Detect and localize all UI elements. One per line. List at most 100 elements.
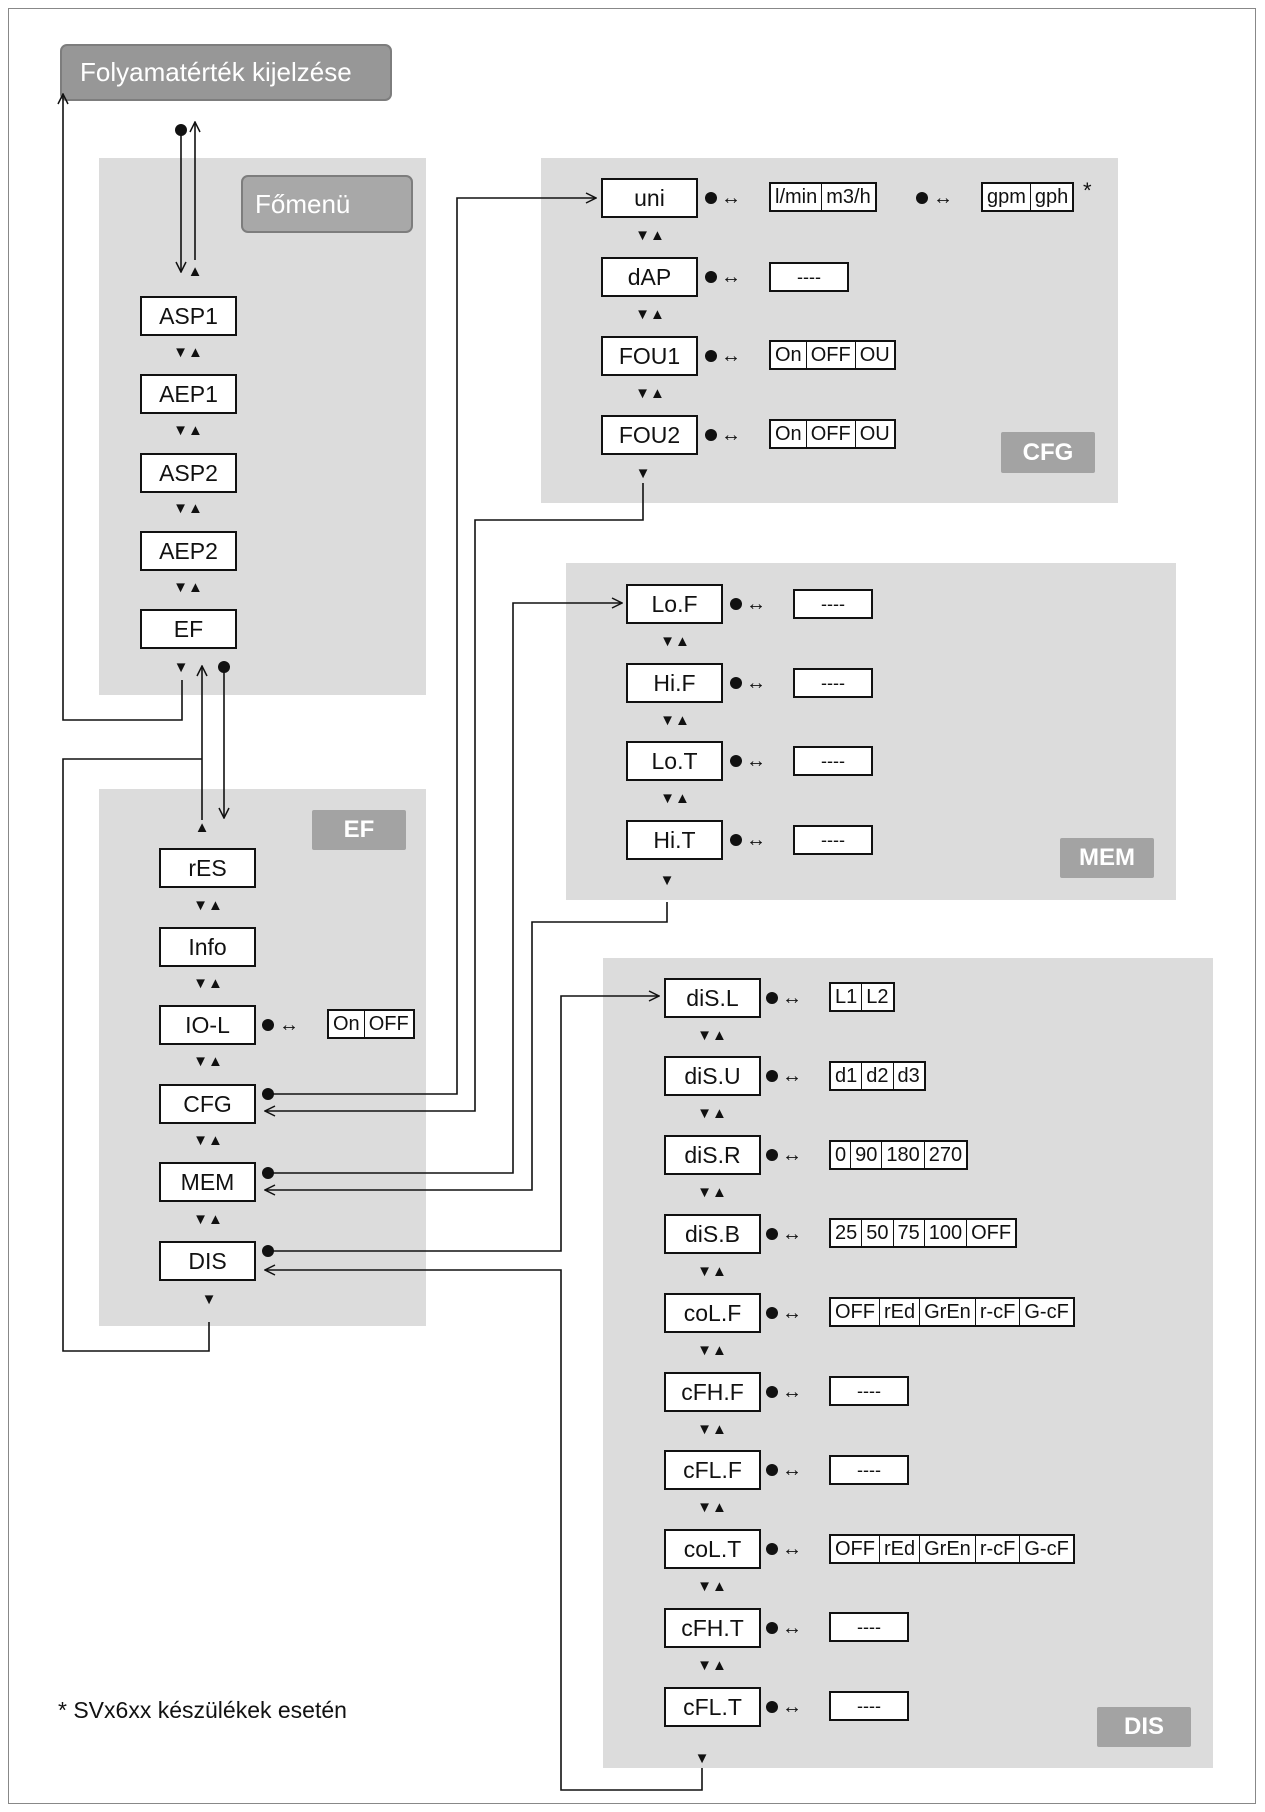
option-50[interactable]: 50 — [861, 1220, 892, 1246]
cfht-value-field[interactable]: ---- — [829, 1612, 909, 1642]
option-off[interactable]: OFF — [835, 1537, 875, 1560]
ef-item-info[interactable]: Info — [159, 927, 256, 967]
option-m3h[interactable]: m3/h — [821, 184, 874, 210]
option-270[interactable]: 270 — [923, 1142, 966, 1168]
dis-item-cflt[interactable]: cFL.T — [664, 1687, 761, 1727]
option-90[interactable]: 90 — [850, 1142, 881, 1168]
dis-item-disu[interactable]: diS.U — [664, 1056, 761, 1096]
cfg-item-fou1[interactable]: FOU1 — [601, 336, 698, 376]
mem-item-hif[interactable]: Hi.F — [626, 663, 723, 703]
cfg-item-fou2[interactable]: FOU2 — [601, 415, 698, 455]
dis-item-colt[interactable]: coL.T — [664, 1529, 761, 1569]
option-100[interactable]: 100 — [923, 1220, 966, 1246]
option-on[interactable]: On — [775, 422, 802, 445]
disu-options[interactable]: d1 d2 d3 — [829, 1061, 926, 1091]
hif-value-field[interactable]: ---- — [793, 668, 873, 698]
lof-value-field[interactable]: ---- — [793, 589, 873, 619]
dis-item-cflf[interactable]: cFL.F — [664, 1450, 761, 1490]
disr-options[interactable]: 0 90 180 270 — [829, 1140, 969, 1170]
ef-item-mem[interactable]: MEM — [159, 1162, 256, 1202]
menu-item-asp1[interactable]: ASP1 — [140, 296, 237, 336]
dis-item-cfhf[interactable]: cFH.F — [664, 1372, 761, 1412]
nav-arrows: ▼▲ — [173, 579, 203, 596]
dis-tag: DIS — [1097, 1707, 1191, 1747]
dap-value-field[interactable]: ---- — [769, 262, 849, 292]
cfg-item-uni[interactable]: uni — [601, 178, 698, 218]
mem-item-lot[interactable]: Lo.T — [626, 741, 723, 781]
bidirectional-arrow-icon: ↔ — [782, 1381, 802, 1403]
option-180[interactable]: 180 — [881, 1142, 923, 1168]
uni-options-metric[interactable]: l/min m3/h — [769, 182, 877, 212]
menu-item-ef[interactable]: EF — [140, 609, 237, 649]
bidirectional-arrow-icon: ↔ — [782, 1144, 802, 1166]
option-ou[interactable]: OU — [854, 421, 894, 447]
mem-item-lof[interactable]: Lo.F — [626, 584, 723, 624]
option-25[interactable]: 25 — [835, 1221, 858, 1244]
ef-item-dis[interactable]: DIS — [159, 1241, 256, 1281]
dis-port-dot — [262, 1245, 274, 1257]
option-on[interactable]: On — [333, 1012, 360, 1035]
option-off[interactable]: OFF — [805, 421, 855, 447]
disb-options[interactable]: 25 50 75 100 OFF — [829, 1218, 1018, 1248]
option-gph[interactable]: gph — [1029, 184, 1072, 210]
option-off[interactable]: OFF — [805, 342, 855, 368]
option-green[interactable]: GrEn — [919, 1299, 975, 1325]
disl-options[interactable]: L1 L2 — [829, 982, 895, 1012]
dis-item-disb[interactable]: diS.B — [664, 1214, 761, 1254]
dis-item-cfht[interactable]: cFH.T — [664, 1608, 761, 1648]
selection-dot — [766, 1228, 778, 1240]
lot-value-field[interactable]: ---- — [793, 746, 873, 776]
cflt-value-field[interactable]: ---- — [829, 1691, 909, 1721]
option-green[interactable]: GrEn — [919, 1536, 975, 1562]
cfhf-value-field[interactable]: ---- — [829, 1376, 909, 1406]
bidirectional-arrow-icon: ↔ — [782, 987, 802, 1009]
iol-options[interactable]: On OFF — [327, 1009, 415, 1039]
option-red[interactable]: rEd — [879, 1299, 919, 1325]
cfg-item-dap[interactable]: dAP — [601, 257, 698, 297]
option-red[interactable]: rEd — [879, 1536, 919, 1562]
option-off[interactable]: OFF — [966, 1220, 1015, 1246]
option-r-cf[interactable]: r-cF — [974, 1536, 1020, 1562]
option-r-cf[interactable]: r-cF — [974, 1299, 1020, 1325]
fou2-options[interactable]: On OFF OU — [769, 419, 896, 449]
ef-item-cfg[interactable]: CFG — [159, 1084, 256, 1124]
option-g-cf[interactable]: G-cF — [1019, 1536, 1072, 1562]
nav-arrows: ▼▲ — [697, 1027, 727, 1044]
menu-item-asp2[interactable]: ASP2 — [140, 453, 237, 493]
ef-item-iol[interactable]: IO-L — [159, 1005, 256, 1045]
option-on[interactable]: On — [775, 343, 802, 366]
option-ou[interactable]: OU — [854, 342, 894, 368]
option-lmin[interactable]: l/min — [775, 185, 818, 208]
option-l1[interactable]: L1 — [835, 985, 858, 1008]
option-gpm[interactable]: gpm — [987, 185, 1026, 208]
selection-dot — [705, 192, 717, 204]
fou1-options[interactable]: On OFF OU — [769, 340, 896, 370]
menu-item-aep2[interactable]: AEP2 — [140, 531, 237, 571]
hit-value-field[interactable]: ---- — [793, 825, 873, 855]
option-75[interactable]: 75 — [892, 1220, 924, 1246]
selection-dot — [766, 1701, 778, 1713]
colt-options[interactable]: OFF rEd GrEn r-cF G-cF — [829, 1534, 1075, 1564]
option-off[interactable]: OFF — [363, 1011, 413, 1037]
uni-options-us[interactable]: gpm gph — [981, 182, 1075, 212]
option-d3[interactable]: d3 — [892, 1063, 924, 1089]
ef-down-arrow: ▼ — [173, 659, 189, 676]
option-l2[interactable]: L2 — [861, 984, 892, 1010]
ef-item-res[interactable]: rES — [159, 848, 256, 888]
option-d2[interactable]: d2 — [861, 1063, 892, 1089]
nav-arrows: ▼▲ — [193, 1053, 223, 1070]
mem-item-hit[interactable]: Hi.T — [626, 820, 723, 860]
nav-arrows: ▼▲ — [660, 712, 690, 729]
colf-options[interactable]: OFF rEd GrEn r-cF G-cF — [829, 1297, 1075, 1327]
dis-item-disl[interactable]: diS.L — [664, 978, 761, 1018]
option-d1[interactable]: d1 — [835, 1064, 858, 1087]
option-off[interactable]: OFF — [835, 1300, 875, 1323]
option-0[interactable]: 0 — [835, 1143, 847, 1166]
bidirectional-arrow-icon: ↔ — [933, 187, 953, 209]
nav-arrows: ▼▲ — [193, 1211, 223, 1228]
cflf-value-field[interactable]: ---- — [829, 1455, 909, 1485]
dis-item-colf[interactable]: coL.F — [664, 1293, 761, 1333]
menu-item-aep1[interactable]: AEP1 — [140, 374, 237, 414]
option-g-cf[interactable]: G-cF — [1019, 1299, 1072, 1325]
dis-item-disr[interactable]: diS.R — [664, 1135, 761, 1175]
